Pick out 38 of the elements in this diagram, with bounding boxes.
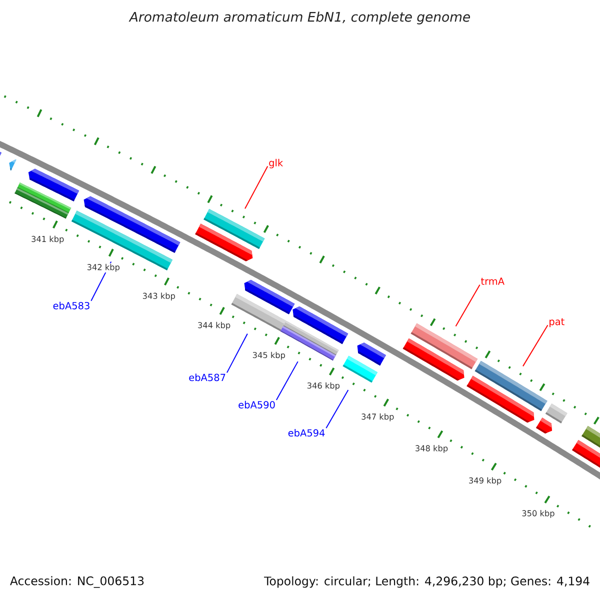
title: Aromatoleum aromaticum EbN1, complete genome [128, 12, 470, 24]
gene-block [9, 159, 16, 170]
gene-block [357, 342, 386, 366]
scale-label: 344 kbp [196, 321, 232, 330]
leader-line [276, 361, 298, 400]
scale-label: 346 kbp [306, 382, 341, 391]
gene-label: ebA590 [238, 400, 275, 408]
gene-label: pat [550, 318, 564, 328]
scale-label: 342 kbp [86, 263, 121, 272]
gene-block [28, 168, 80, 202]
gene-bar [204, 208, 265, 250]
gene-label: ebA583 [53, 302, 90, 310]
gene-bar [474, 360, 548, 412]
scale-label: 343 kbp [142, 292, 176, 302]
leader-line [244, 166, 268, 210]
gene-block [244, 280, 295, 314]
footer-text: Accession: NC_006513 [10, 576, 144, 588]
leader-line [326, 389, 349, 429]
gene-bar [545, 404, 568, 424]
scale-label: 341 kbp [30, 235, 65, 244]
gene-block [84, 196, 180, 253]
scale-label: 349 kbp [468, 476, 502, 486]
footer-text: Topology: circular; Length: 4,296,230 bp; Genes: 4,194 [264, 576, 590, 588]
gene-label: ebA594 [288, 429, 325, 437]
gene-block [536, 418, 552, 434]
gene-bar [410, 323, 478, 370]
gene-label: trmA [481, 278, 504, 285]
gene-label: glk [269, 158, 284, 168]
scale-label: 347 kbp [360, 412, 395, 422]
gene-block [292, 306, 348, 344]
gene-label: ebA587 [189, 374, 226, 382]
leader-line [522, 324, 548, 367]
scale-label: 348 kbp [414, 444, 449, 454]
scale-label: 345 kbp [252, 351, 286, 360]
scale-label: 350 kbp [520, 509, 556, 519]
leader-line [455, 284, 480, 327]
leader-line [226, 333, 248, 374]
gene-bar [582, 426, 600, 448]
